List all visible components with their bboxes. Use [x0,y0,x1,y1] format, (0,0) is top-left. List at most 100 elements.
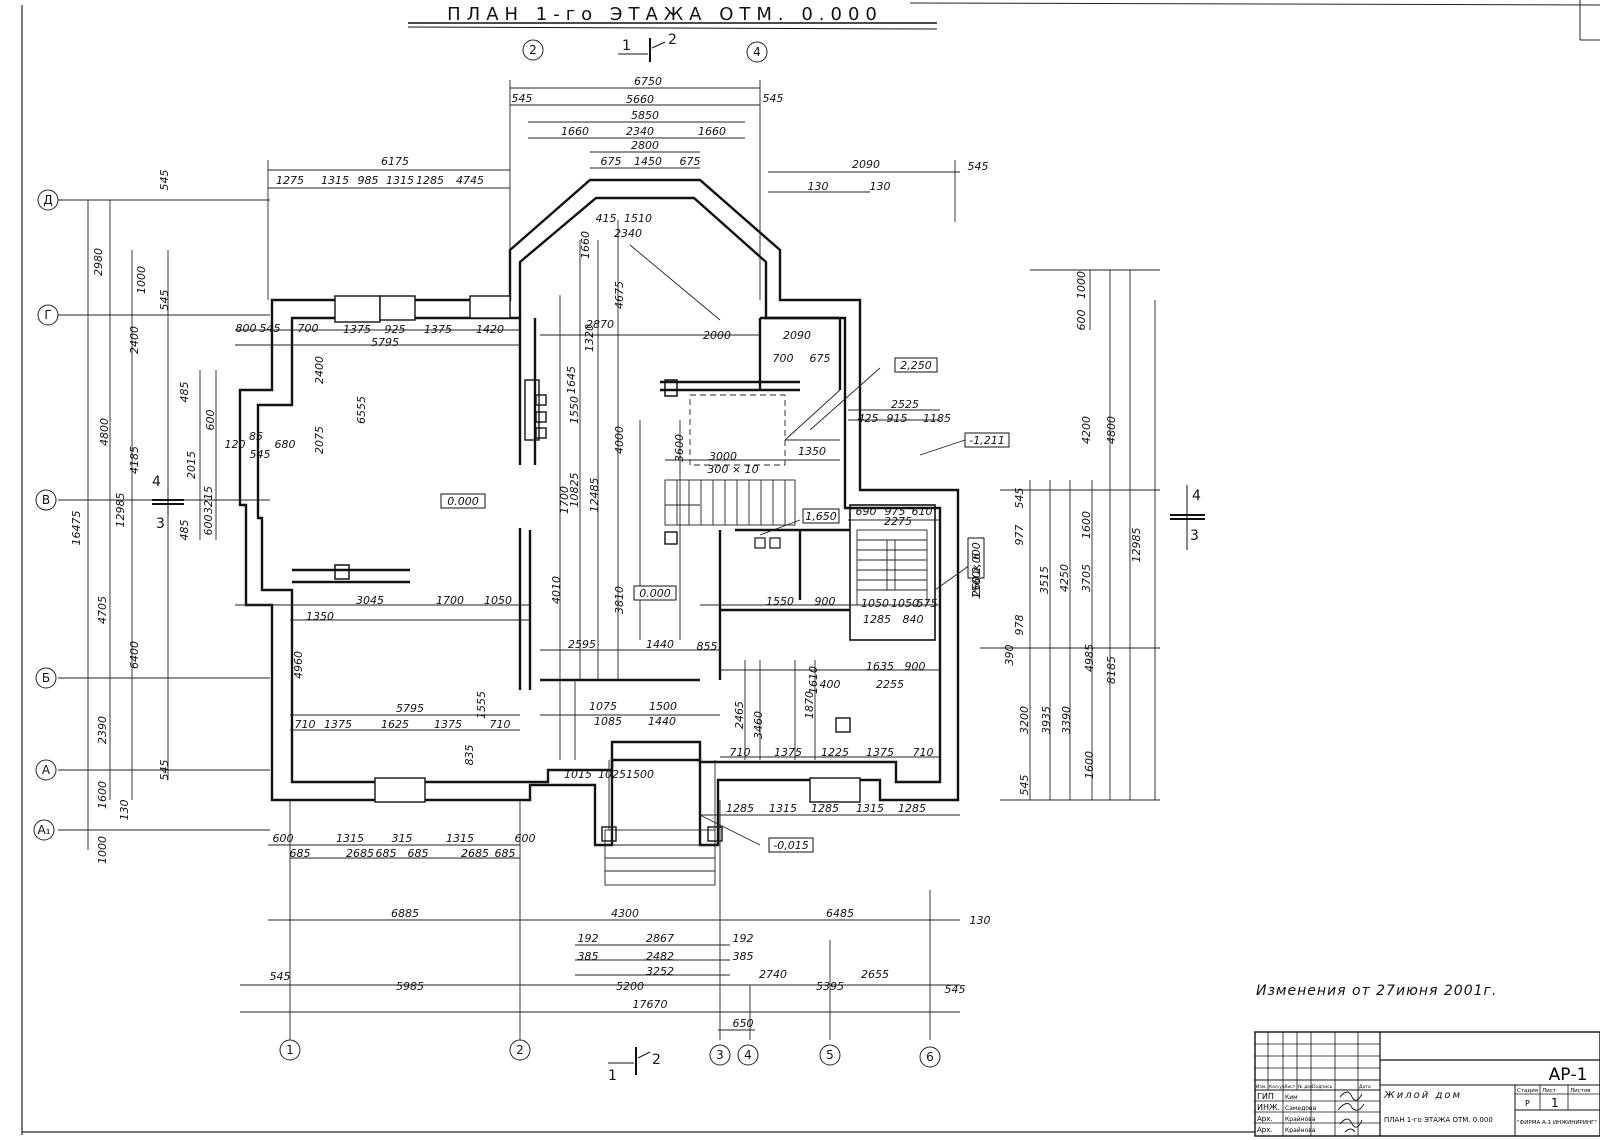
svg-text:4: 4 [753,45,761,59]
svg-text:ПЛАН 1-го ЭТАЖА ОТМ. 0.000: ПЛАН 1-го ЭТАЖА ОТМ. 0.000 [1384,1116,1493,1124]
dim-left-18: 545 [158,760,171,781]
dim-int-87: 1375 [774,746,802,759]
dim-right-5: 545 [1013,488,1026,509]
dim-bot-10: 685 [495,847,516,860]
level-stair-landing: 2,250 [894,357,938,373]
svg-text:Самедова: Самедова [1285,1105,1316,1112]
svg-text:В: В [42,493,50,507]
dim-int-3: 1375 [343,323,371,336]
dim-int-26: 835 [463,745,476,766]
dim-int-27: 1555 [475,691,488,719]
svg-text:А₁: А₁ [37,823,50,837]
axis-letter-A: А [35,759,57,781]
dim-top-7: 1660 [698,125,726,138]
dim-left-4: 2400 [128,326,141,354]
dim-left-2: 1000 [135,266,148,294]
dim-int-36: 2525 [891,398,919,411]
dim-right-19: 545 [1018,775,1031,796]
signature-scribble [1337,1103,1365,1111]
dim-left-3: 545 [158,290,171,311]
svg-text:4: 4 [1192,488,1201,504]
dim-int-61: 1085 [594,715,622,728]
dim-int-83: 3460 [752,711,765,739]
dimension-lines [58,80,1160,1040]
svg-text:2,250: 2,250 [900,359,932,372]
dim-bot-8: 685 [408,847,429,860]
dim-int-43: 2275 [884,515,912,528]
axis-number-5: 5 [819,1044,841,1066]
dim-int-0: 800 [236,322,257,335]
dim-int-79: 415 [596,212,617,225]
svg-text:3: 3 [716,1048,724,1062]
dim-int-15: 3045 [356,594,384,607]
dim-left-13: 600 [202,515,215,536]
dim-top-2: 5660 [626,93,654,106]
level-main-left: 0.000 [440,493,486,509]
dim-int-6: 1420 [476,323,504,336]
dim-int-50: 900 [905,660,926,673]
dim-int-37: 425 [858,412,879,425]
dim-top-16: 1315 [386,174,414,187]
dim-left-15: 4705 [96,596,109,624]
level-marks: 0.000 0.000 2,250 -1,211 1,650 -0,015 2,… [440,357,1010,853]
dim-left-5: 485 [178,382,191,403]
axis-number-4: 4 [737,1044,759,1066]
dim-int-23: 1625 [381,718,409,731]
dim-left-9: 12985 [114,493,127,528]
dim-top-0: 6750 [634,75,662,88]
dim-bot-2: 315 [392,832,413,845]
dim-bot-4: 600 [515,832,536,845]
dim-right-8: 4250 [1058,564,1071,592]
svg-text:1,650: 1,650 [805,510,837,523]
svg-text:-1,211: -1,211 [969,434,1004,447]
dim-int-21: 710 [295,718,316,731]
dim-int-35: 1350 [798,445,826,458]
dim-int-42: 610 [912,505,933,518]
dim-bot-13: 6485 [826,907,854,920]
axis-letter-V: В [35,489,57,511]
svg-text:2: 2 [652,1052,661,1068]
dim-int-68: 3810 [613,586,626,614]
dim-left-10: 16475 [70,511,83,546]
svg-text:Д: Д [43,193,52,207]
dim-bot-24: 545 [945,983,966,996]
dim-top-11: 675 [680,155,701,168]
dim-left-8: 4185 [128,446,141,474]
svg-text:Крайнова: Крайнова [1285,1116,1316,1123]
svg-text:Арх.: Арх. [1257,1115,1273,1123]
dim-right-7: 3515 [1038,566,1051,594]
dim-top-18: 4745 [456,174,484,187]
dim-left-14: 485 [178,520,191,541]
dim-top-20: 130 [808,180,829,193]
dim-int-28: 2870 [586,318,614,331]
svg-text:ИНЖ.: ИНЖ. [1257,1103,1280,1112]
dim-int-22: 1375 [324,718,352,731]
dim-int-18: 1350 [306,610,334,623]
dim-int-19: 4960 [292,651,305,679]
dim-int-24: 1375 [434,718,462,731]
dim-int-47: 1285 [863,613,891,626]
dim-int-2: 700 [298,322,319,335]
dim-int-63: 1025 [598,768,626,781]
dim-left-6: 600 [204,410,217,431]
dim-bot-28: 545 [270,970,291,983]
svg-text:6: 6 [926,1050,934,1064]
dim-top-12: 6175 [381,155,409,168]
dim-int-45: 1050 [891,597,919,610]
svg-text:2,000: 2,000 [970,542,983,574]
section-marks: 1 2 1 2 4 3 4 3 [152,32,1205,1084]
dim-int-51: 400 [820,678,841,691]
dim-right-15: 3200 [1018,706,1031,734]
dim-bot-26: 5200 [616,980,644,993]
dim-int-76: 1660 [579,231,592,259]
svg-text:ГИП: ГИП [1257,1092,1274,1101]
dim-top-19: 2090 [852,158,880,171]
dim-int-11: 680 [275,438,296,451]
svg-text:Стадия: Стадия [1517,1088,1538,1094]
dim-int-64: 1500 [626,768,654,781]
dim-bot-20: 385 [733,950,754,963]
dim-int-56: 1440 [646,638,674,651]
dim-int-38: 915 [887,412,908,425]
